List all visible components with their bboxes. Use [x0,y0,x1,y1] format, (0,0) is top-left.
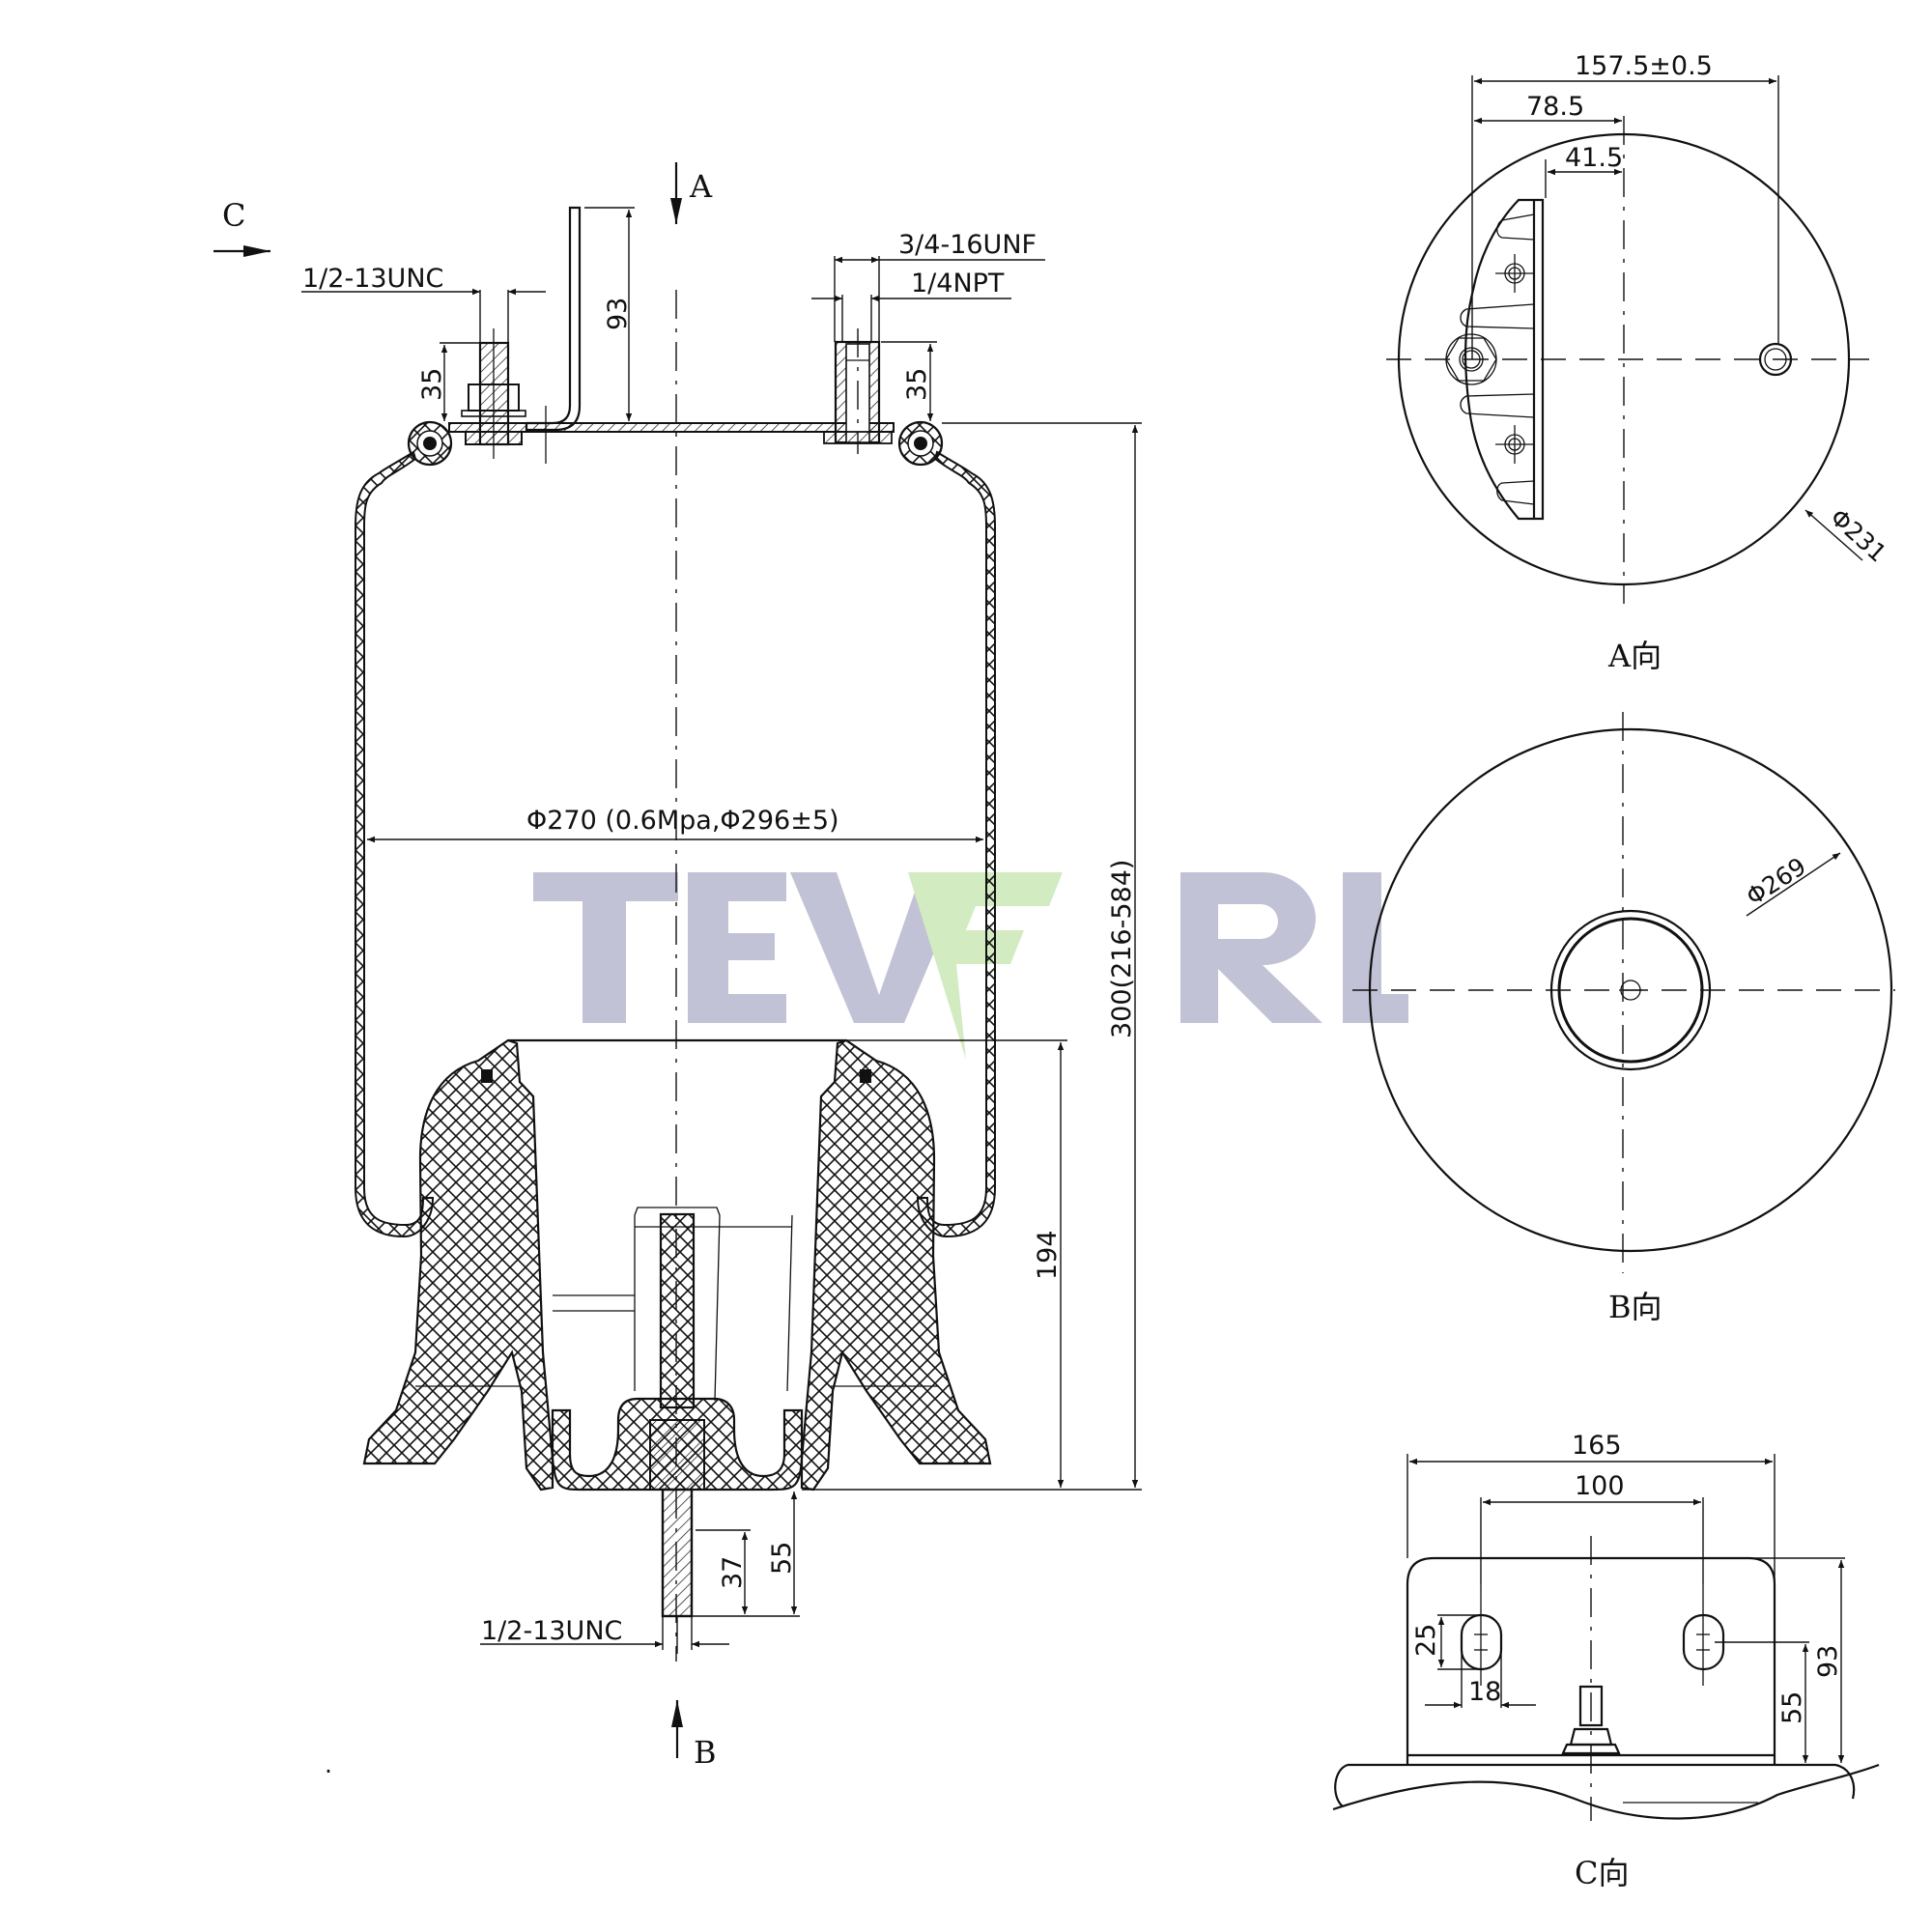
dim-view-a-overall: 157.5±0.5 [1471,51,1779,359]
svg-text:78.5: 78.5 [1526,92,1584,122]
bead-roll-right [897,420,944,467]
svg-text:35: 35 [417,368,447,401]
svg-text:300(216-584): 300(216-584) [1107,860,1137,1038]
dim-top-stud-height: 35 [417,342,480,421]
view-c: 165 100 25 18 55 93 [1332,1431,1880,1891]
svg-text:93: 93 [1813,1645,1843,1678]
view-c-label: C向 [1575,1855,1630,1891]
svg-text:93: 93 [603,298,633,330]
svg-text:35: 35 [902,368,932,401]
view-a: 157.5±0.5 78.5 41.5 Φ231 A向 [1386,51,1891,674]
main-section-view: A C [213,162,1142,1785]
dim-view-c-bracket-height: 93 [1748,1557,1845,1763]
dim-top-stud-thread: 1/2-13UNC [301,264,546,343]
view-a-label: A向 [1607,638,1662,674]
dim-view-a-half: 78.5 [1474,92,1622,125]
view-c-slot-left [1460,1584,1503,1686]
stray-mark: · [325,1757,332,1785]
view-b: Φ269 B向 [1352,712,1895,1325]
center-stem [659,1212,696,1409]
svg-text:157.5±0.5: 157.5±0.5 [1575,51,1713,81]
svg-text:37: 37 [718,1556,748,1589]
mounting-bracket [525,206,582,432]
svg-text:3/4-16UNF: 3/4-16UNF [898,230,1037,260]
view-a-hole-upper [1495,254,1534,293]
bellows-left-wall [355,450,435,1238]
dim-view-c-slot-spacing: 100 [1480,1471,1704,1584]
svg-text:100: 100 [1575,1471,1625,1501]
svg-text:18: 18 [1468,1677,1501,1707]
section-b-label: B [694,1734,717,1771]
dim-bottom-stud-thread-length: 37 [696,1529,751,1614]
dim-view-a-diameter: Φ231 [1804,503,1891,568]
top-stud [461,328,526,459]
dim-piston-height: 194 [846,1039,1067,1488]
dim-bracket-height: 93 [584,207,635,421]
svg-text:55: 55 [1777,1691,1807,1724]
section-arrow-c: C [213,197,270,257]
bottom-stud [661,1488,694,1618]
view-b-piston-inner [1557,917,1704,1064]
air-fitting [823,328,893,454]
svg-text:1/2-13UNC: 1/2-13UNC [481,1616,622,1646]
seal-right [860,1069,871,1083]
view-a-stud-nut [1445,333,1497,385]
view-b-label: B向 [1608,1289,1662,1325]
section-arrow-a: A [670,162,713,224]
view-a-bracket [1464,198,1545,521]
view-b-piston-outer [1549,909,1712,1071]
view-c-stud [1561,1685,1621,1755]
dim-bottom-stud-total: 55 [692,1492,800,1617]
dim-air-port-thread: 1/4NPT [811,269,1011,342]
view-c-slot-right [1682,1584,1725,1686]
svg-text:1/4NPT: 1/4NPT [911,269,1005,298]
svg-text:1/2-13UNC: 1/2-13UNC [302,264,443,294]
piston-right [800,1038,992,1492]
svg-text:41.5: 41.5 [1565,143,1623,173]
dim-air-fitting-height: 35 [881,341,937,421]
section-arrow-b: B [671,1700,717,1771]
svg-text:Φ270 (0.6Mpa,Φ296±5): Φ270 (0.6Mpa,Φ296±5) [526,806,839,836]
dim-view-c-slot-width: 18 [1425,1642,1536,1709]
dim-view-c-slot-center-height: 55 [1715,1641,1809,1763]
watermark-logo [533,872,1408,1060]
svg-text:55: 55 [767,1542,797,1575]
svg-text:165: 165 [1572,1431,1622,1461]
view-a-hole-lower [1495,425,1534,464]
svg-text:25: 25 [1411,1624,1441,1657]
svg-text:Φ269: Φ269 [1741,852,1810,911]
view-a-air-fitting [1758,342,1793,377]
insert-nut [649,1419,705,1491]
dim-view-c-width: 165 [1406,1431,1776,1584]
piston-left [362,1038,554,1492]
bead-roll-left [407,420,453,467]
seal-left [481,1069,493,1083]
svg-text:194: 194 [1033,1230,1063,1280]
section-c-label: C [222,197,245,234]
dim-view-c-slot-height: 25 [1411,1614,1481,1670]
dim-bellows-diameter: Φ270 (0.6Mpa,Φ296±5) [367,806,983,843]
dim-view-a-bracket: 41.5 [1545,143,1623,198]
dim-view-b-diameter: Φ269 [1741,852,1841,917]
top-bead-plate [448,422,895,433]
dim-overall-height: 300(216-584) [802,422,1142,1491]
dim-bottom-stud-thread: 1/2-13UNC [480,1616,729,1654]
section-a-label: A [689,168,713,205]
dim-air-fitting-thread: 3/4-16UNF [834,230,1045,342]
